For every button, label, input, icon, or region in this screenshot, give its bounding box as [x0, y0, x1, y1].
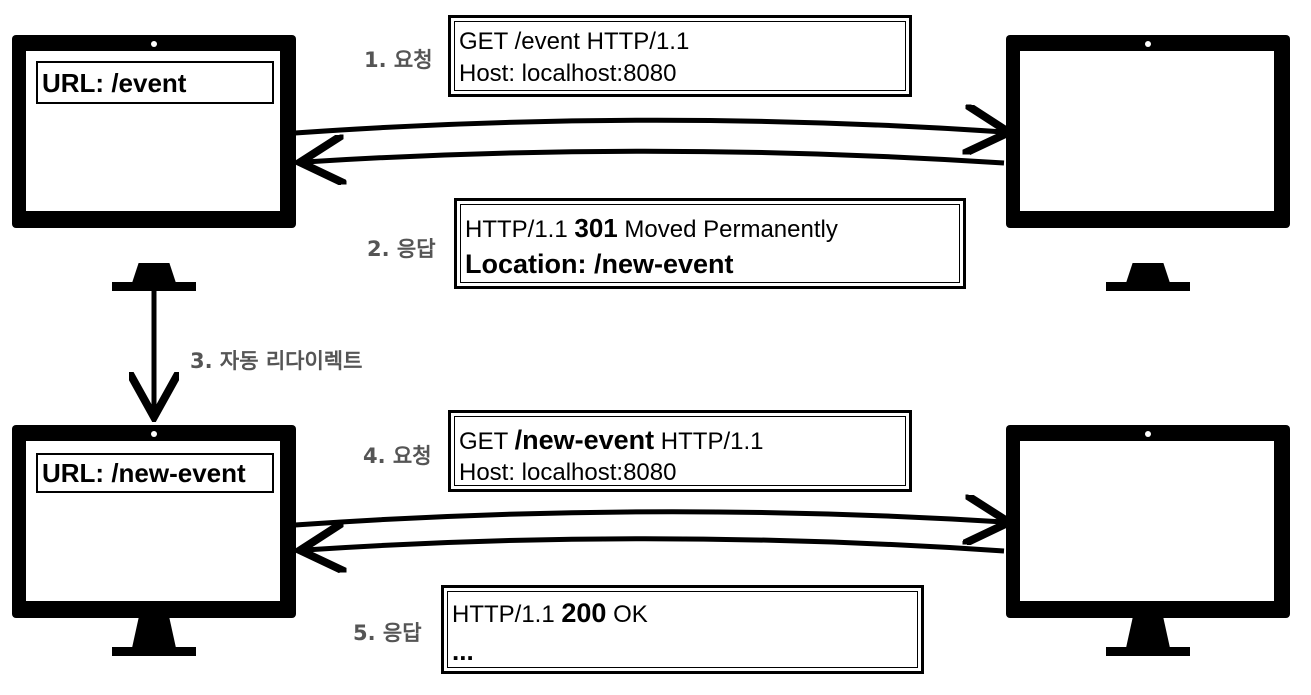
- status-code-top: 301: [574, 213, 618, 243]
- host-line-bottom: Host: localhost:8080: [459, 459, 677, 486]
- status-code-bottom: 200: [561, 598, 607, 628]
- status-line-top: HTTP/1.1 301 Moved Permanently: [465, 213, 838, 243]
- step-4-label: 4. 요청: [363, 444, 432, 468]
- request-line-bottom: GET /new-event HTTP/1.1: [459, 425, 764, 455]
- ellipsis-line: ...: [452, 636, 474, 666]
- response-arrow-top: [305, 151, 1005, 163]
- request-arrow-bottom: [294, 512, 1004, 525]
- url-text-bottom: URL: /new-event: [42, 458, 246, 488]
- response-box-bottom: HTTP/1.1 200 OK ...: [441, 585, 924, 674]
- step-5-label: 5. 응답: [353, 621, 422, 645]
- request-box-bottom: GET /new-event HTTP/1.1 Host: localhost:…: [448, 410, 912, 492]
- request-arrow-top: [294, 120, 1004, 133]
- response-arrow-bottom: [305, 539, 1005, 551]
- step-2-label: 2. 응답: [367, 237, 436, 261]
- status-line-bottom: HTTP/1.1 200 OK: [452, 598, 648, 628]
- host-line-top: Host: localhost:8080: [459, 60, 677, 87]
- step-3-label: 3. 자동 리다이렉트: [190, 349, 363, 373]
- request-box-top: GET /event HTTP/1.1 Host: localhost:8080: [448, 15, 912, 97]
- step-1-label: 1. 요청: [364, 48, 433, 72]
- url-bar-top: URL: /event: [36, 61, 274, 104]
- response-box-top: HTTP/1.1 301 Moved Permanently Location:…: [454, 198, 966, 289]
- location-header-line: Location: /new-event: [465, 249, 734, 279]
- request-line-top: GET /event HTTP/1.1: [459, 28, 690, 55]
- url-text-top: URL: /event: [42, 67, 187, 98]
- url-bar-bottom: URL: /new-event: [36, 453, 274, 493]
- new-event-path: /new-event: [514, 425, 655, 455]
